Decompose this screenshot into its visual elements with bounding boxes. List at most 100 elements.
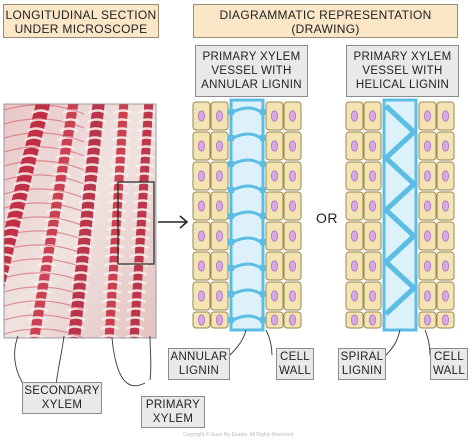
micrograph-ring (54, 154, 74, 160)
micrograph-ring (27, 316, 47, 322)
ring-end (228, 161, 234, 167)
ring-end (228, 265, 234, 271)
cell-nucleus (423, 314, 431, 326)
or-text: OR (316, 210, 338, 226)
micrograph-ring (0, 300, 3, 303)
micrograph-ring (110, 163, 130, 169)
label-cell-wall-2-line1: CELL (434, 351, 464, 363)
cell-nucleus (270, 110, 278, 122)
label-annular-lignin: ANNULAR LIGNIN (168, 348, 230, 380)
micrograph-ring (135, 154, 155, 160)
micrograph-streak (4, 188, 85, 199)
micrograph-ring (101, 298, 121, 304)
micrograph-ring (17, 163, 37, 169)
micrograph-ring (78, 199, 98, 205)
micrograph-ring (130, 244, 150, 250)
micrograph-ring (136, 136, 156, 142)
header-microscope: LONGITUDINAL SECTION UNDER MICROSCOPE (3, 4, 159, 38)
label-secondary-line2: XYLEM (41, 399, 83, 411)
cell-nucleus (288, 290, 296, 302)
title-helical-line1: PRIMARY XYLEM (353, 51, 452, 63)
micrograph-ring (53, 163, 73, 169)
label-spiral-lignin: SPIRAL LIGNIN (338, 348, 386, 380)
micrograph-ring (105, 244, 125, 250)
cell-nucleus (368, 314, 376, 326)
ring-end (228, 135, 234, 141)
cell-nucleus (350, 290, 358, 302)
micrograph-ring (74, 235, 95, 241)
micrograph-ring (82, 163, 102, 169)
cell-nucleus (270, 140, 278, 152)
micrograph-ring (132, 199, 153, 205)
cell-nucleus (441, 200, 449, 212)
micrograph-ring (67, 307, 87, 313)
micrograph-ring (68, 298, 88, 304)
cell-nucleus (368, 230, 376, 242)
micrograph-ring (126, 298, 146, 304)
micrograph-ring (101, 307, 121, 313)
cell-nucleus (216, 290, 224, 302)
label-secondary-line1: SECONDARY (24, 385, 100, 397)
label-spiral-line1: SPIRAL (340, 351, 384, 363)
cell-nucleus (350, 110, 358, 122)
cell-nucleus (216, 110, 224, 122)
cell-nucleus (216, 260, 224, 272)
ring-end (260, 161, 266, 167)
micrograph-ring (103, 271, 123, 277)
micrograph-ring (127, 289, 147, 295)
micrograph-streak (4, 314, 85, 325)
cell-nucleus (288, 170, 296, 182)
micrograph-ring (104, 253, 124, 259)
label-primary-line2: XYLEM (152, 413, 194, 425)
micrograph-ring (133, 190, 153, 196)
cell-nucleus (441, 140, 449, 152)
annular-ring (232, 288, 262, 296)
cell-nucleus (423, 170, 431, 182)
micrograph-ring (48, 190, 68, 196)
micrograph-streak (4, 104, 85, 115)
cell-nucleus (288, 110, 296, 122)
annular-ring (232, 314, 262, 322)
label-primary-line1: PRIMARY (145, 399, 201, 411)
cell-nucleus (198, 110, 206, 122)
cell-nucleus (368, 260, 376, 272)
micrograph-ring (8, 199, 28, 205)
micrograph-ring (4, 281, 8, 286)
micrograph-ring (76, 217, 96, 223)
cell-nucleus (368, 290, 376, 302)
cell-nucleus (441, 230, 449, 242)
micrograph-ring (38, 253, 58, 259)
cell-nucleus (270, 170, 278, 182)
copyright-text: Copyright © Save My Exams. All Rights Re… (183, 432, 294, 438)
title-helical-line3: HELICAL LIGNIN (355, 79, 450, 91)
cell-nucleus (216, 314, 224, 326)
micrograph-ring (19, 154, 40, 160)
micrograph-streak (4, 258, 85, 269)
cell-nucleus (288, 140, 296, 152)
micrograph-ring (51, 172, 71, 178)
annular-vessel-diagram (192, 98, 302, 332)
micrograph-ring (131, 217, 152, 223)
micrograph-ring (24, 136, 44, 142)
micrograph-streak (4, 132, 85, 143)
cell-nucleus (198, 260, 206, 272)
label-cell-wall-1: CELL WALL (276, 348, 314, 380)
micrograph-ring (72, 262, 92, 268)
micrograph-ring (33, 280, 53, 286)
micrograph-streak (4, 160, 85, 171)
cell-nucleus (441, 290, 449, 302)
micrograph-ring (47, 199, 67, 205)
helical-thickening (383, 104, 417, 316)
micrograph-ring (110, 154, 130, 160)
micrograph-streak (4, 216, 85, 227)
micrograph-ring (24, 334, 44, 338)
cell-nucleus (198, 200, 206, 212)
cell-nucleus (423, 260, 431, 272)
micrograph-streak (4, 230, 85, 241)
label-cell-wall-2-line2: WALL (432, 365, 466, 377)
cell-nucleus (441, 260, 449, 272)
micrograph-ring (29, 307, 49, 313)
micrograph-ring (134, 172, 154, 178)
micrograph-streak (4, 202, 85, 213)
